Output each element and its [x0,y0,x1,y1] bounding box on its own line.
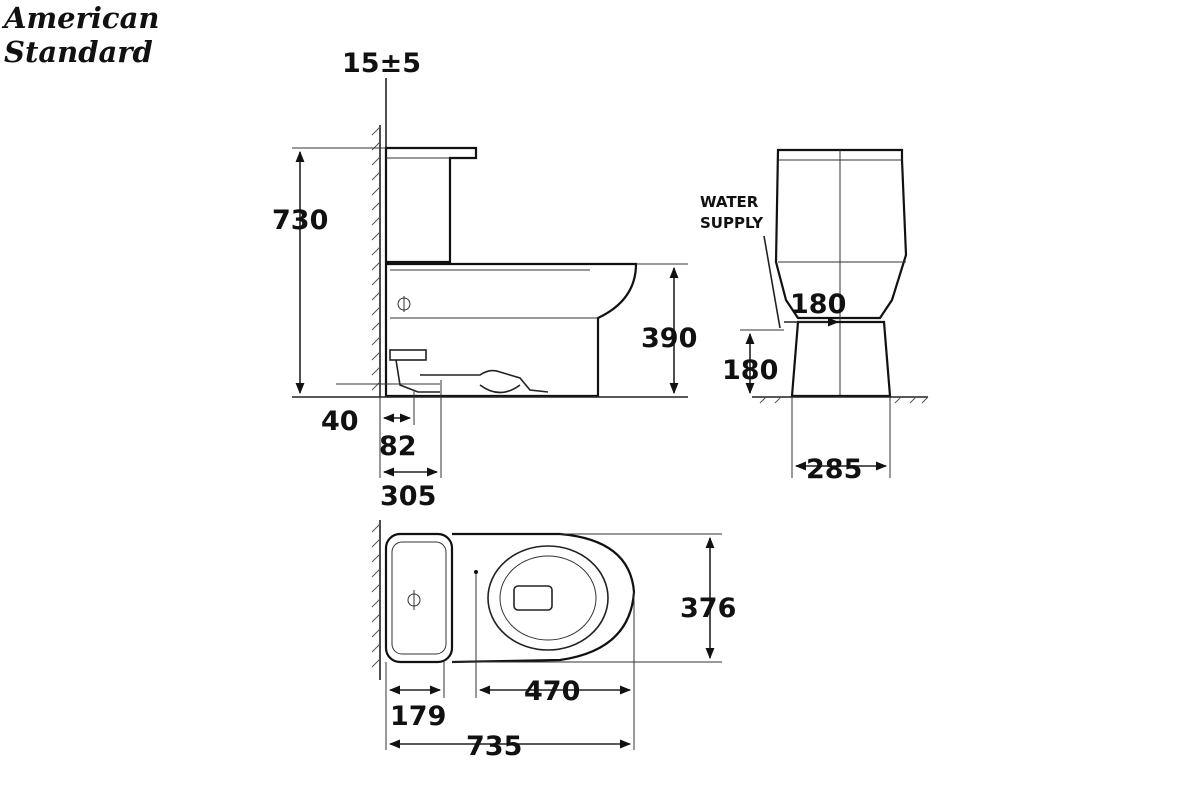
side-bowl [384,262,638,398]
top-view: 376 470 179 735 [371,520,736,762]
front-tank [774,148,908,320]
brand-line-2: Standard [4,35,153,69]
water-supply-label-1: WATER [700,193,759,211]
dim-plan-179: 179 [390,701,446,732]
front-view: WATER SUPPLY 180 180 285 [700,148,929,485]
dim-floor-40: 40 [321,406,359,437]
water-supply-label-2: SUPPLY [700,214,764,232]
dim-total-height: 730 [272,205,328,236]
dim-seat-height: 390 [641,323,697,354]
dim-front-180-upper: 180 [790,289,846,320]
top-tank [384,532,454,664]
dim-plan-length: 735 [466,731,522,762]
dim-base-width: 285 [806,454,862,485]
dim-outlet-82: 82 [379,431,417,462]
dim-plan-width: 376 [680,593,736,624]
dim-rough-in: 305 [380,481,436,512]
dim-plan-470: 470 [524,676,580,707]
front-pedestal [790,320,892,398]
side-wall [371,125,381,397]
dim-front-180-lower: 180 [722,355,778,386]
top-bowl [451,532,636,664]
brand-line-1: American [1,1,159,35]
brand-logo: American Standard [1,1,159,69]
side-view: 15±5 730 390 [272,48,697,512]
side-outlet-pipe [389,349,549,394]
side-tank [384,146,478,264]
dim-wall-gap: 15±5 [342,48,421,79]
